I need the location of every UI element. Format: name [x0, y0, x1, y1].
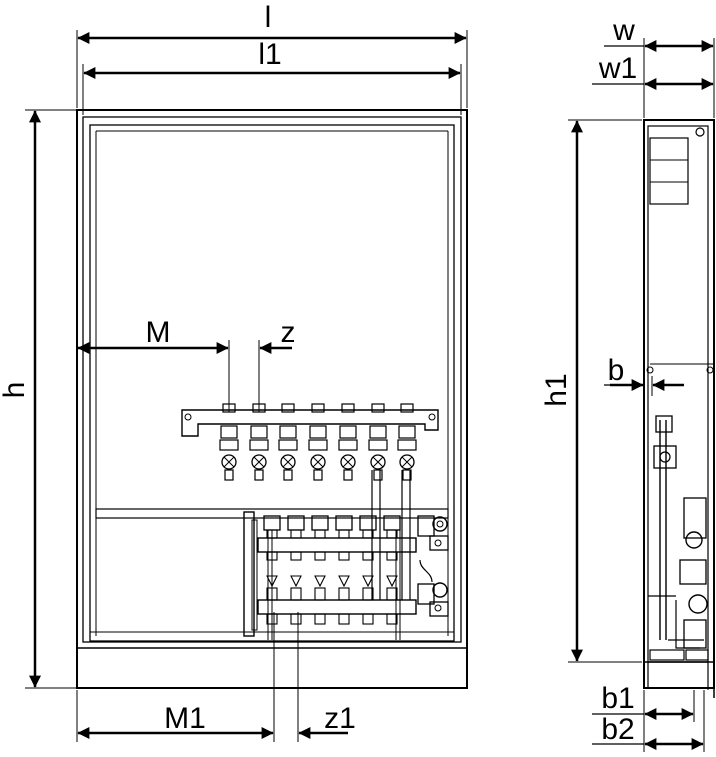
dim-z1-label: z1 [324, 702, 356, 735]
manifold-outlet [287, 515, 305, 625]
manifold-outlet [335, 515, 353, 625]
cabinet-outer-frame [76, 109, 468, 689]
dim-w-label: w [612, 14, 635, 47]
dim-b2-label: b2 [601, 713, 634, 746]
cabinet-inner-frame [82, 116, 462, 643]
dim-m-label: M [146, 316, 171, 349]
dim-b-label: b [608, 354, 625, 387]
front-view: l l1 h M z M1 z1 [0, 1, 468, 742]
upper-valve [368, 403, 388, 481]
side-cabinet-outer [643, 119, 715, 689]
upper-valve [219, 403, 239, 481]
dim-l1-label: l1 [258, 38, 281, 71]
dim-m1-label: M1 [164, 702, 206, 735]
side-cabinet-inner [647, 125, 709, 663]
upper-valve [397, 403, 417, 481]
manifold-outlet [311, 515, 329, 625]
dim-h1-label: h1 [540, 373, 573, 406]
dim-b1-label: b1 [601, 682, 634, 715]
upper-valve [338, 403, 358, 481]
manifold-outlet [359, 515, 377, 625]
manifold-outlet [383, 515, 401, 625]
dim-w1-label: w1 [598, 52, 637, 85]
upper-valve [278, 403, 298, 481]
upper-valve [308, 403, 328, 481]
side-view: w w1 h1 b b1 b2 [540, 14, 715, 752]
dim-l-label: l [265, 1, 272, 34]
upper-valve [249, 403, 269, 481]
dim-z-label: z [281, 316, 296, 349]
mounting-rail [95, 508, 449, 519]
upper-distributor [181, 403, 439, 481]
dim-h-label: h [0, 382, 31, 399]
manifold-outlet [263, 515, 281, 625]
lower-manifold [243, 470, 449, 640]
